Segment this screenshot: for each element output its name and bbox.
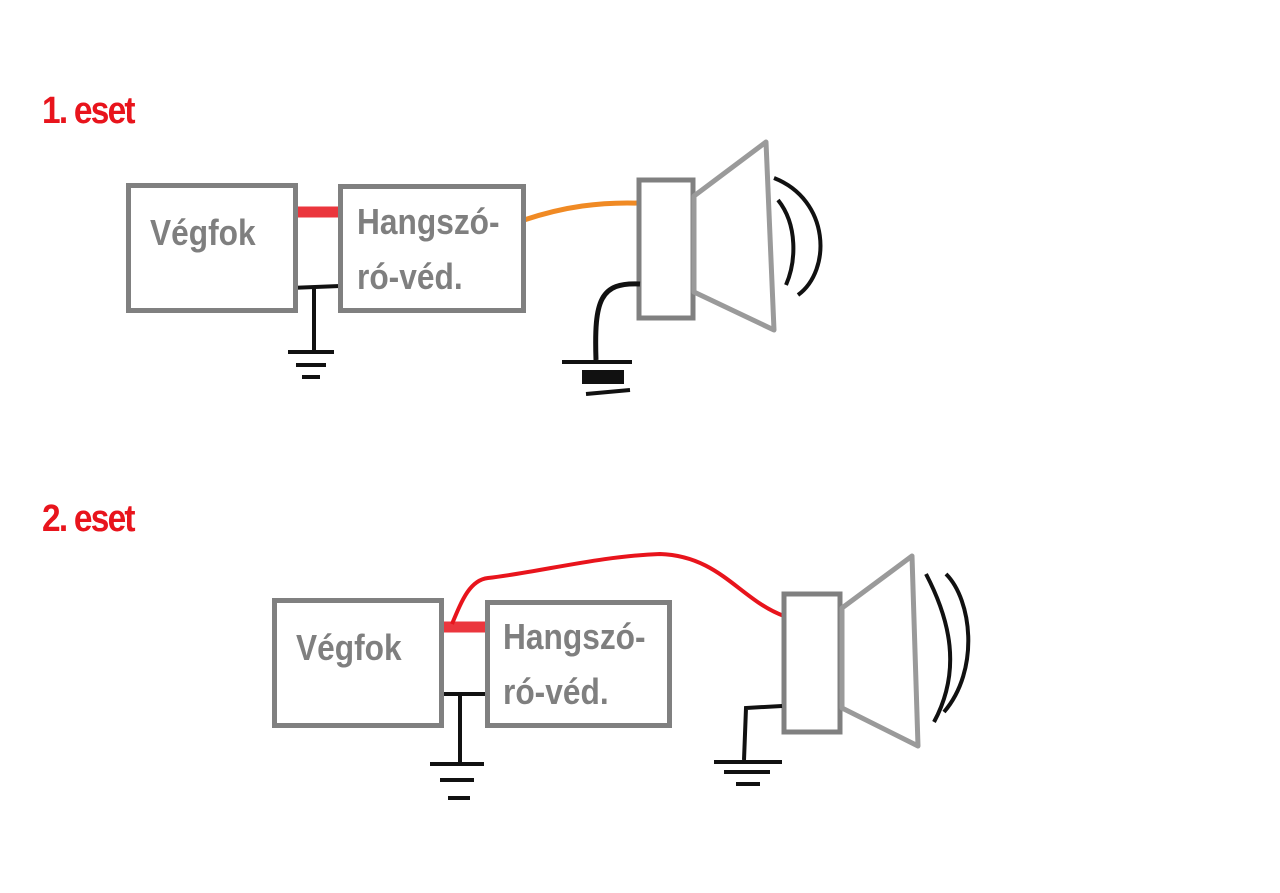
case1-protector-label-line2: ró-véd. bbox=[357, 256, 463, 297]
case1-amplifier-label: Végfok bbox=[150, 212, 256, 253]
case2-protector-label-line2: ró-véd. bbox=[503, 671, 609, 712]
case1-amp-ground-wire bbox=[289, 284, 341, 350]
case2-title: 2. eset bbox=[42, 498, 136, 540]
case1-speaker-ground-wire bbox=[593, 281, 641, 361]
case2-speaker-ground-wire bbox=[742, 704, 783, 761]
case2-amplifier-label: Végfok bbox=[296, 627, 402, 668]
case2-speaker-icon bbox=[781, 553, 971, 749]
case1-speaker-wire bbox=[523, 200, 656, 223]
case2-protector-label-line1: Hangszó- bbox=[503, 616, 646, 657]
case2-amp-ground-wire bbox=[438, 692, 488, 762]
case1-amp-ground-icon bbox=[288, 350, 334, 379]
case2-bypass-wire bbox=[450, 551, 785, 625]
case1-title: 1. eset bbox=[42, 90, 136, 132]
case2-amp-ground-icon bbox=[430, 762, 484, 800]
case1-protector-box bbox=[338, 184, 526, 313]
case1-speaker-icon bbox=[636, 139, 823, 333]
case1-protector-label-line1: Hangszó- bbox=[357, 201, 500, 242]
case2-amplifier-box bbox=[272, 598, 444, 728]
case1-speaker-ground-icon bbox=[562, 360, 632, 396]
case2-speaker-ground-icon bbox=[714, 760, 782, 786]
case2-protector-box bbox=[485, 600, 672, 728]
case1-amplifier-box bbox=[126, 183, 298, 313]
